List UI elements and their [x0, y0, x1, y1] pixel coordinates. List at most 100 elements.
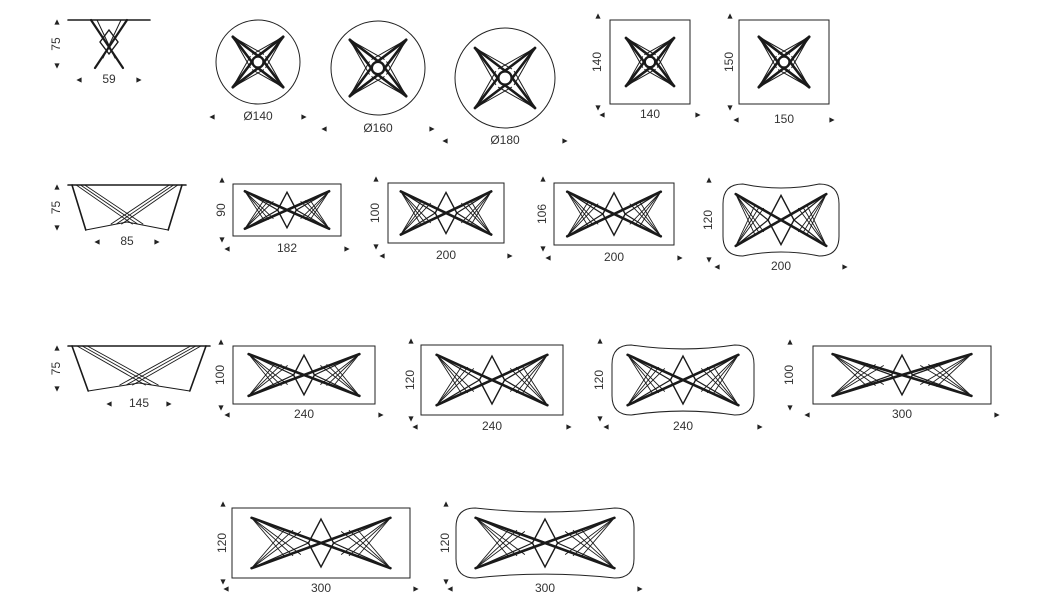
base-strut — [475, 531, 526, 569]
base-strut — [248, 365, 288, 397]
base-strut — [656, 56, 675, 87]
base-strut — [313, 374, 360, 397]
base-strut — [102, 19, 122, 59]
base-arm — [231, 35, 260, 58]
height-label: 75 — [49, 362, 63, 376]
height-label: 120 — [403, 370, 417, 390]
arrow-right-icon — [829, 117, 835, 123]
base-beam — [247, 352, 361, 398]
base-strut — [250, 542, 309, 569]
table-top-circle: Ø140 — [209, 19, 307, 123]
base-strut — [456, 190, 492, 214]
base-strut — [86, 345, 159, 386]
base-strut — [627, 379, 672, 406]
base-arm — [348, 38, 380, 63]
base-strut — [386, 61, 407, 97]
arrow-down-icon — [54, 225, 60, 231]
arrow-left-icon — [733, 117, 739, 123]
base-strut — [566, 213, 604, 237]
base-strut — [309, 199, 330, 230]
base-strut — [627, 366, 660, 406]
base-arm — [473, 83, 507, 110]
arrow-left-icon — [209, 114, 215, 120]
base-strut — [634, 202, 662, 237]
table-top-outline — [232, 345, 376, 405]
arrow-left-icon — [321, 126, 327, 132]
base-strut — [806, 205, 827, 247]
base-strut — [566, 191, 599, 225]
base-strut — [400, 190, 431, 224]
base-strut — [556, 517, 616, 544]
base-diamond — [669, 354, 697, 406]
base-strut — [832, 365, 884, 397]
base-strut — [265, 55, 284, 88]
base-arm — [510, 76, 537, 110]
base-strut — [566, 203, 599, 237]
base-strut — [470, 190, 492, 226]
base-strut — [515, 354, 548, 394]
base-leg — [71, 345, 89, 392]
base-arm — [473, 46, 500, 80]
base-arm — [503, 83, 537, 110]
arrow-right-icon — [166, 401, 172, 407]
base-strut — [349, 76, 385, 97]
width-label: 200 — [604, 250, 624, 264]
base-strut — [474, 86, 513, 109]
base-arm — [348, 66, 373, 98]
base-strut — [248, 364, 282, 397]
base-strut — [735, 219, 769, 247]
base-strut — [806, 193, 827, 235]
base-strut — [832, 364, 876, 397]
base-strut — [132, 345, 202, 386]
base-strut — [832, 353, 876, 386]
width-label: 240 — [673, 419, 693, 433]
base-strut — [701, 354, 739, 392]
arrow-left-icon — [412, 424, 418, 430]
base-strut — [624, 191, 662, 215]
base-strut — [81, 345, 153, 386]
arrow-down-icon — [220, 579, 226, 585]
base-arm — [383, 38, 408, 70]
height-label: 100 — [368, 203, 382, 223]
base-strut — [470, 200, 492, 236]
base-strut — [634, 191, 662, 226]
base-strut — [456, 212, 492, 236]
base-strut — [251, 529, 294, 569]
base-strut — [400, 190, 436, 214]
base-strut — [832, 363, 868, 397]
table-top-circle: Ø160 — [321, 20, 435, 135]
table-top-circle: Ø180 — [442, 27, 568, 147]
base-strut — [400, 201, 427, 236]
base-strut — [735, 193, 769, 221]
base-strut — [758, 69, 791, 88]
height-label: 120 — [701, 210, 715, 230]
base-strut — [474, 517, 534, 544]
base-arm — [757, 60, 780, 89]
base-strut — [572, 529, 615, 569]
base-strut — [521, 365, 548, 406]
base-arm — [788, 60, 811, 89]
base-strut — [497, 47, 536, 70]
base-arm — [648, 66, 676, 88]
base-ring — [777, 55, 791, 69]
base-arm — [256, 35, 285, 58]
base-ring — [370, 60, 386, 76]
width-label: 200 — [771, 259, 791, 273]
arrow-up-icon — [54, 19, 60, 25]
base-arm — [473, 46, 507, 73]
base-arm — [231, 60, 254, 89]
base-strut — [911, 374, 973, 397]
base-strut — [333, 517, 392, 544]
base-arm — [510, 46, 537, 80]
base-strut — [436, 354, 463, 395]
base-strut — [84, 184, 144, 225]
base-strut — [96, 19, 116, 59]
base-strut — [735, 205, 756, 247]
base-diamond — [307, 517, 335, 569]
base-strut — [735, 193, 756, 235]
base-strut — [504, 379, 548, 406]
